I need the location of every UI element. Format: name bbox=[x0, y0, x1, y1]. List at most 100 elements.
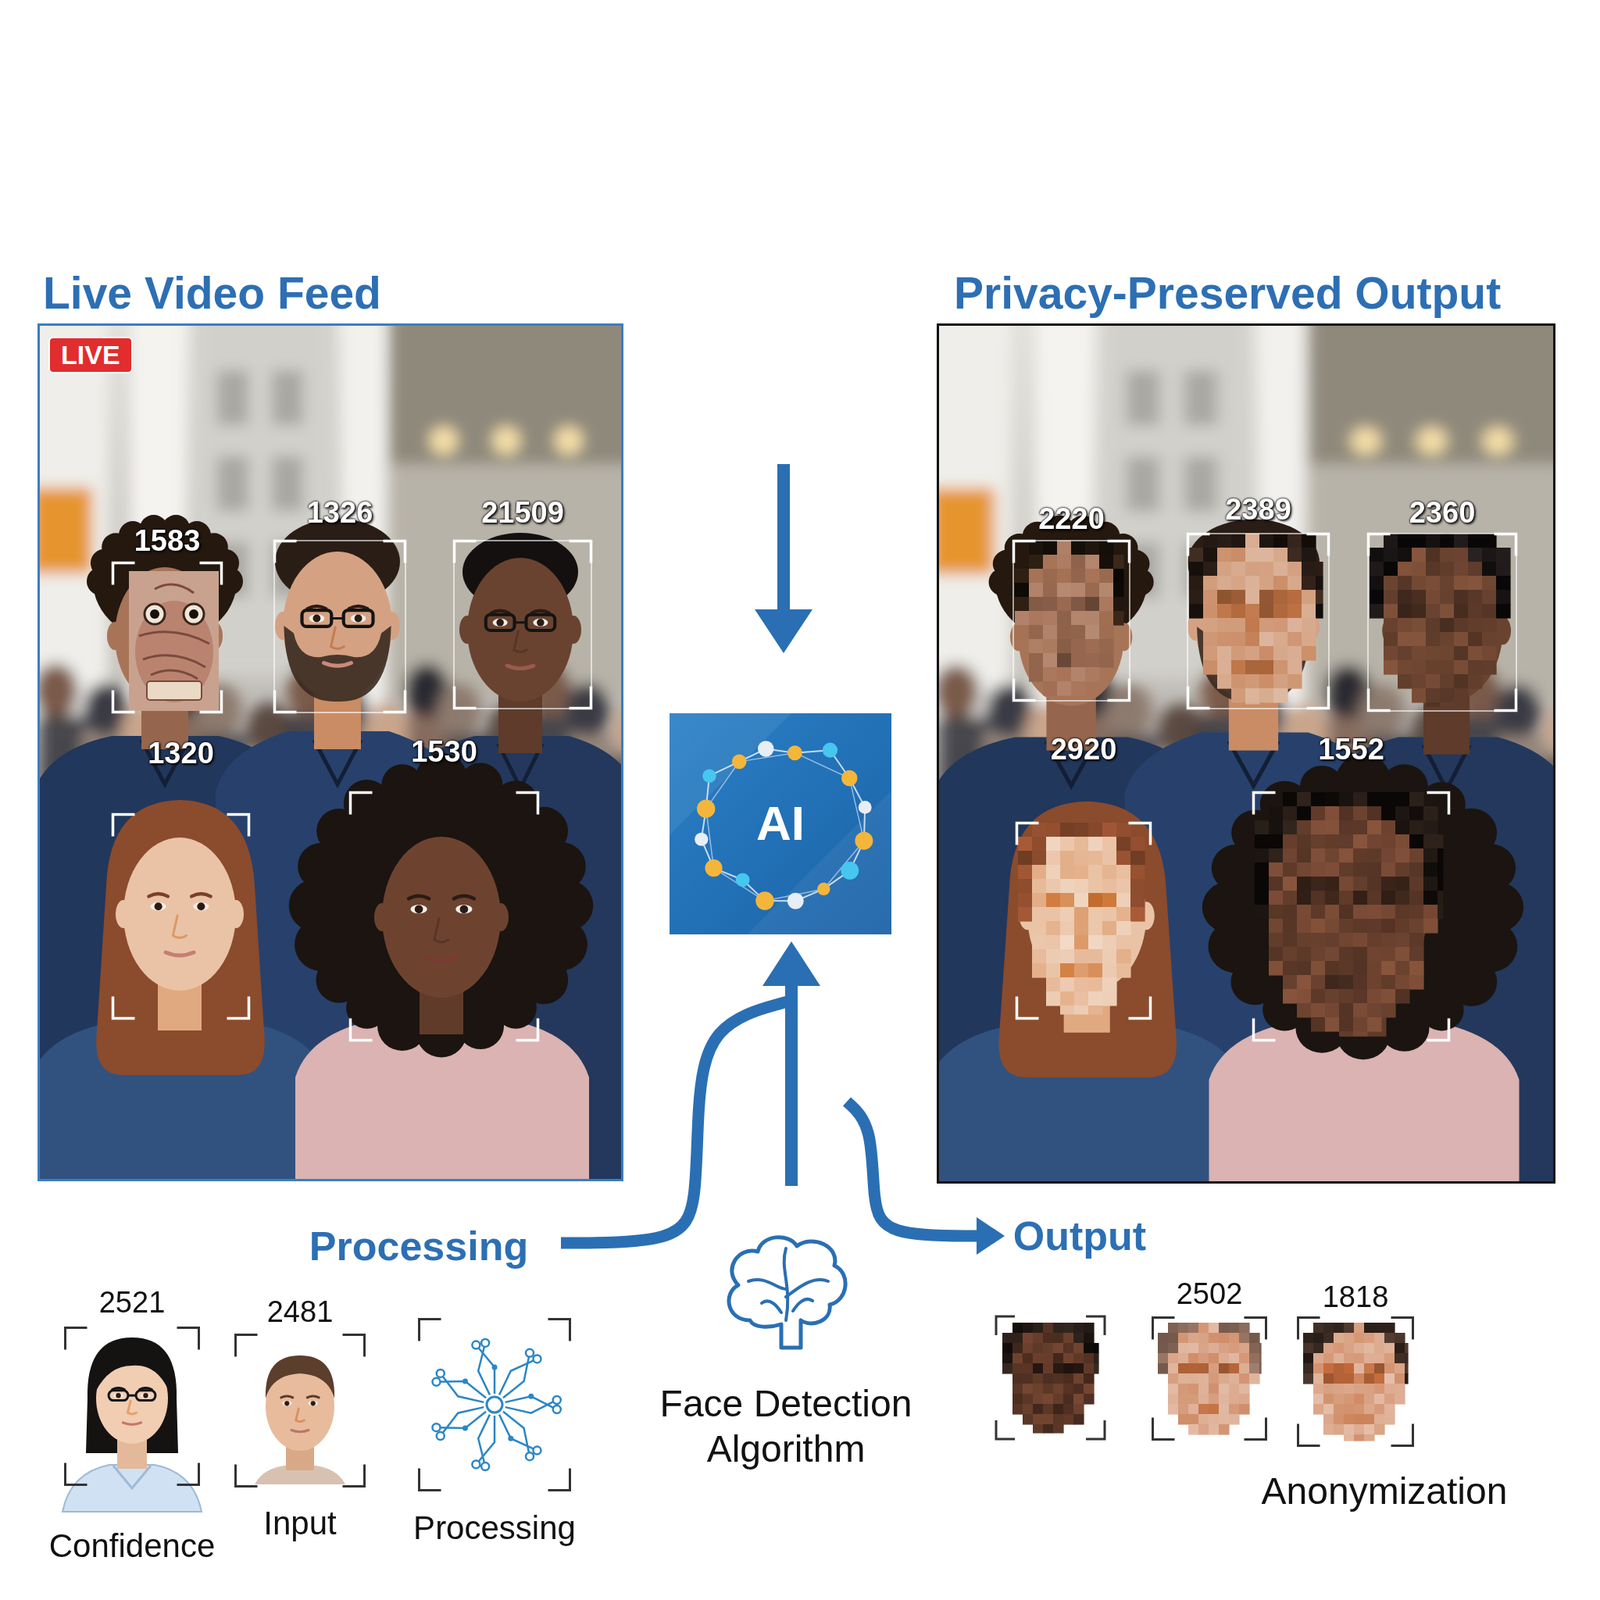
mosaic-pixel bbox=[1014, 554, 1030, 570]
mosaic-pixel bbox=[1259, 547, 1275, 563]
panel-heading: Privacy-Preserved Output bbox=[953, 267, 1501, 320]
mosaic-pixel bbox=[1017, 864, 1033, 880]
mosaic-pixel bbox=[1189, 603, 1204, 619]
mosaic-pixel bbox=[1325, 1003, 1340, 1018]
mosaic-pixel bbox=[1313, 1393, 1325, 1405]
mosaic-pixel bbox=[1208, 1342, 1220, 1354]
mosaic-pixel bbox=[1409, 918, 1425, 934]
mosaic-pixel bbox=[1231, 603, 1247, 619]
head bbox=[467, 557, 574, 702]
mosaic-pixel bbox=[1088, 850, 1104, 866]
mosaic-pixel bbox=[1063, 1414, 1075, 1425]
mosaic-pixel bbox=[1178, 1342, 1190, 1354]
mosaic-pixel bbox=[1343, 1373, 1355, 1385]
mosaic-pixel bbox=[1425, 575, 1441, 591]
mosaic-pixel bbox=[1411, 533, 1427, 549]
mosaic-pixel bbox=[1394, 1363, 1406, 1375]
mosaic-pixel bbox=[1381, 890, 1397, 906]
mosaic-pixel bbox=[1301, 533, 1317, 549]
mosaic-pixel bbox=[1343, 1363, 1355, 1375]
mosaic-pixel bbox=[1367, 1017, 1383, 1033]
mosaic-pixel bbox=[1063, 1332, 1075, 1344]
mosaic-pixel bbox=[1282, 904, 1298, 920]
mosaic-pixel bbox=[1060, 935, 1075, 950]
bracket-frame bbox=[349, 791, 540, 1042]
thumbnail-caption: Processing bbox=[413, 1509, 576, 1547]
creature-wrinkle bbox=[139, 632, 210, 644]
mosaic-pixel bbox=[1231, 617, 1247, 633]
mosaic-pixel bbox=[1099, 540, 1115, 556]
mosaic-pixel bbox=[1394, 1373, 1406, 1385]
circuit-trace bbox=[436, 1381, 487, 1398]
mosaic-pixel bbox=[1353, 904, 1368, 920]
mosaic-pixel bbox=[1217, 589, 1233, 605]
mosaic-pixel bbox=[1032, 1373, 1044, 1385]
mosaic-pixel bbox=[1273, 674, 1289, 690]
mosaic-pixel bbox=[1282, 932, 1298, 948]
mosaic-pixel bbox=[1333, 1424, 1345, 1436]
person-figure bbox=[1202, 753, 1524, 1184]
mosaic-pixel bbox=[1343, 1393, 1355, 1405]
mouth bbox=[291, 1430, 309, 1433]
circuit-pad bbox=[553, 1396, 561, 1404]
circuit-node bbox=[528, 1393, 534, 1400]
thumbnail-box: Processing bbox=[417, 1317, 572, 1492]
mosaic-pixel bbox=[1323, 1424, 1335, 1436]
mosaic-pixel bbox=[1198, 1353, 1210, 1365]
mosaic-pixel bbox=[1254, 862, 1270, 878]
mosaic-pixel bbox=[1239, 1322, 1250, 1334]
corner-bracket bbox=[113, 814, 250, 1019]
mosaic-pixel bbox=[1374, 1403, 1386, 1415]
mosaic-pixel bbox=[1409, 876, 1425, 892]
mosaic-pixel bbox=[1425, 617, 1441, 633]
face-id-number: 1320 bbox=[147, 736, 215, 772]
mosaic-pixel bbox=[1453, 617, 1469, 633]
mosaic-pixel bbox=[1383, 660, 1399, 675]
mosaic-pixel bbox=[1482, 660, 1497, 675]
mosaic-pixel bbox=[1325, 792, 1340, 808]
mosaic-pixel bbox=[1032, 1383, 1044, 1395]
mosaic-pixel bbox=[1423, 876, 1439, 892]
network-node bbox=[817, 882, 830, 896]
mosaic-pixel bbox=[1343, 1342, 1355, 1354]
iris bbox=[496, 618, 504, 627]
flow-arrow bbox=[762, 941, 821, 1186]
mosaic-pixel bbox=[1296, 848, 1312, 864]
mosaic-pixel bbox=[1364, 1403, 1375, 1415]
circuit-trace bbox=[440, 1407, 485, 1436]
eye bbox=[455, 904, 472, 914]
mosaic-pixel bbox=[1301, 617, 1317, 633]
mosaic-pixel bbox=[1367, 918, 1383, 934]
mosaic-pixel bbox=[1217, 646, 1233, 661]
mosaic-pixel bbox=[1325, 834, 1340, 850]
mosaic-pixel bbox=[1198, 1342, 1210, 1354]
mosaic-pixel bbox=[1085, 610, 1100, 626]
mosaic-pixel bbox=[1259, 603, 1275, 619]
mosaic-pixel bbox=[1116, 921, 1132, 936]
mosaic-pixel bbox=[1074, 1005, 1090, 1015]
iris bbox=[196, 902, 205, 911]
corner-bracket bbox=[65, 1328, 200, 1486]
panel-heading: Live Video Feed bbox=[42, 267, 382, 320]
mosaic-pixel bbox=[1310, 989, 1326, 1004]
glasses-lens bbox=[485, 614, 515, 631]
mosaic-pixel bbox=[1404, 1353, 1409, 1365]
mosaic-pixel bbox=[1467, 632, 1483, 647]
mosaic-pixel bbox=[1313, 1353, 1325, 1365]
mosaic-pixel bbox=[1042, 1353, 1054, 1365]
mosaic-pixel bbox=[1367, 989, 1383, 1004]
brain-fold bbox=[748, 1279, 786, 1290]
mosaic-pixel bbox=[1032, 949, 1047, 965]
mosaic-pixel bbox=[1374, 1373, 1386, 1385]
mosaic-pixel bbox=[1343, 1414, 1355, 1425]
mosaic-pixel bbox=[1296, 806, 1312, 822]
mosaic-pixel bbox=[1208, 1403, 1220, 1415]
mosaic-pixel bbox=[1482, 603, 1497, 619]
circuit-pad bbox=[432, 1378, 441, 1386]
mosaic-pixel bbox=[1032, 1332, 1044, 1344]
mosaic-pixel bbox=[1073, 1332, 1085, 1344]
mosaic-pixel bbox=[1046, 836, 1061, 852]
mosaic-pixel bbox=[1343, 1424, 1355, 1436]
mosaic-pixel bbox=[1395, 820, 1411, 836]
mosaic-pixel bbox=[1028, 667, 1044, 683]
